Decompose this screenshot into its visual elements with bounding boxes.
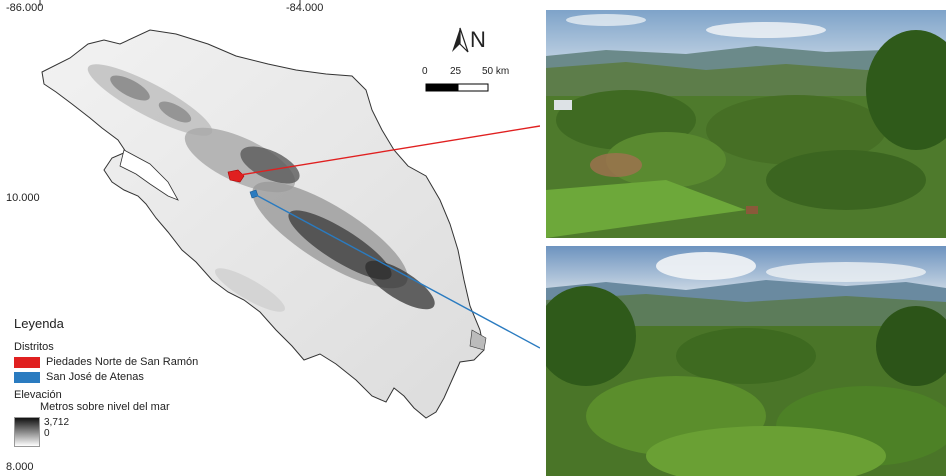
north-indicator: N bbox=[450, 26, 486, 54]
scale-label-end: 50 km bbox=[482, 66, 510, 77]
legend-item-atenas: San José de Atenas bbox=[14, 371, 274, 383]
legend-elevation-title: Elevación bbox=[14, 389, 62, 401]
legend-label-atenas: San José de Atenas bbox=[46, 371, 144, 383]
landscape-photo-1 bbox=[546, 10, 946, 238]
legend-title: Leyenda bbox=[14, 316, 64, 331]
photo-san-jose-atenas bbox=[546, 246, 946, 476]
legend-item-piedades: Piedades Norte de San Ramón bbox=[14, 356, 274, 368]
map-canvas bbox=[39, 0, 540, 419]
legend-elevation-unit: Metros sobre nivel del mar bbox=[40, 401, 170, 413]
scale-label-mid: 25 bbox=[450, 66, 462, 77]
legend-swatch-blue bbox=[14, 371, 40, 383]
legend-elevation-ramp: 3,712 0 bbox=[14, 417, 274, 447]
scale-bar bbox=[425, 83, 489, 92]
north-label: N bbox=[470, 27, 486, 52]
elevation-max: 3,712 bbox=[44, 417, 70, 428]
elevation-color-ramp bbox=[14, 417, 40, 447]
connector-blue bbox=[255, 194, 540, 349]
map-legend: Leyenda Distritos Piedades Norte de San … bbox=[14, 316, 274, 447]
coord-top-right: -84.000 bbox=[286, 2, 324, 14]
elevation-shading bbox=[87, 64, 435, 312]
legend-swatch-red bbox=[14, 356, 40, 368]
coord-top-left: -86.000 bbox=[6, 2, 44, 14]
elevation-min: 0 bbox=[44, 428, 50, 439]
legend-districts-title: Distritos bbox=[14, 341, 54, 353]
coord-left-bottom: 8.000 bbox=[6, 461, 34, 473]
landscape-photo-2 bbox=[546, 246, 946, 476]
scale-label-zero: 0 bbox=[422, 66, 428, 77]
legend-label-piedades: Piedades Norte de San Ramón bbox=[46, 356, 199, 368]
elevation-map: -86.000 -84.000 10.000 8.000 N 0 25 50 k… bbox=[6, 0, 540, 473]
connector-red bbox=[239, 125, 540, 176]
district-piedades-norte bbox=[227, 169, 245, 183]
costa-rica-land bbox=[41, 29, 485, 419]
coord-left-mid: 10.000 bbox=[6, 192, 40, 204]
photo-piedades-norte bbox=[546, 10, 946, 238]
north-arrow-icon bbox=[452, 27, 469, 53]
